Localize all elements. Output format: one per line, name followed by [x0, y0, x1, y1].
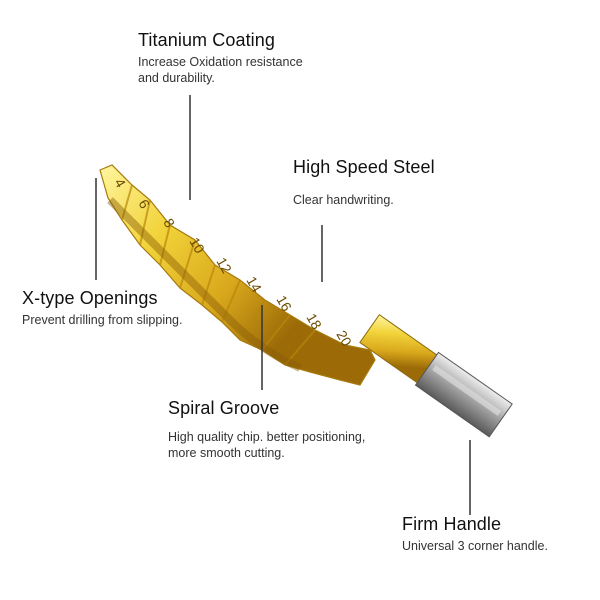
- drill-shank: [359, 313, 513, 438]
- x-type-openings-title: X-type Openings: [22, 288, 158, 308]
- titanium-coating-callout: Titanium Coating Increase Oxidation resi…: [138, 30, 303, 86]
- step-label-18: 18: [303, 311, 325, 333]
- leader-lines: [95, 95, 471, 515]
- drill-cone: [99, 164, 376, 386]
- step-label-10: 10: [186, 235, 208, 257]
- firm-handle-desc: Universal 3 corner handle.: [402, 539, 548, 553]
- spiral-groove-desc: High quality chip. better positioning, m…: [168, 430, 366, 460]
- spiral-groove-callout: Spiral Groove High quality chip. better …: [168, 398, 365, 461]
- x-type-openings-desc: Prevent drilling from slipping.: [22, 313, 183, 327]
- titanium-coating-desc: Increase Oxidation resistance and durabi…: [138, 55, 303, 85]
- x-type-openings-callout: X-type Openings Prevent drilling from sl…: [22, 288, 183, 328]
- step-label-16: 16: [273, 293, 295, 315]
- step-label-14: 14: [243, 274, 265, 296]
- high-speed-steel-desc: Clear handwriting.: [293, 193, 394, 207]
- high-speed-steel-callout: High Speed Steel Clear handwriting.: [293, 157, 435, 208]
- firm-handle-title: Firm Handle: [402, 514, 502, 534]
- titanium-coating-title: Titanium Coating: [138, 30, 275, 50]
- high-speed-steel-title: High Speed Steel: [293, 157, 435, 177]
- step-label-12: 12: [213, 255, 235, 277]
- firm-handle-callout: Firm Handle Universal 3 corner handle.: [402, 514, 548, 554]
- step-label-20: 20: [333, 328, 355, 350]
- spiral-groove-title: Spiral Groove: [168, 398, 280, 418]
